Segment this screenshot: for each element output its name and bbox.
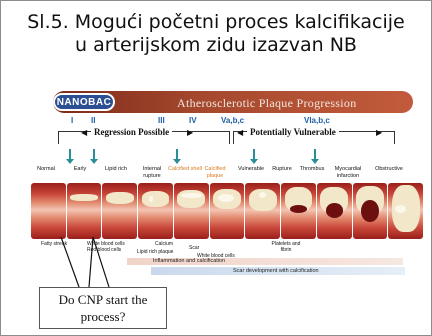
arrow-right-icon: ▶	[187, 128, 193, 137]
stage-label-obstructive: Obstructive	[369, 166, 409, 173]
inflammation-bar-label: Inflammation and calcification	[153, 258, 225, 264]
artery-rupture	[281, 183, 316, 239]
annotation-scar: Scar	[189, 245, 199, 251]
nanobac-logo: NANOBAC	[53, 93, 115, 111]
stage-label-early: Early	[65, 166, 95, 173]
stage-pointer-arrow	[69, 149, 71, 159]
artery-cross-section-strip	[31, 183, 423, 239]
artery-internal-rupture	[138, 183, 173, 239]
stage-label-internal-rupture: Internal rupture	[135, 166, 169, 179]
banner-title: Atherosclerotic Plaque Progression	[177, 96, 357, 111]
slide-title-line-1: Sl.5. Mogući početni proces kalcifikacij…	[1, 11, 431, 34]
artery-vulnerable	[245, 183, 280, 239]
arrow-left-icon: ◀	[81, 128, 87, 137]
stage-number-ii: II	[91, 116, 95, 125]
stage-pointer-arrow	[93, 149, 95, 159]
stage-label-rupture: Rupture	[267, 166, 297, 173]
vulnerable-label: Potentially Vulnerable	[247, 127, 339, 137]
stage-pointer-arrow	[253, 149, 255, 159]
annotation-lipid-rich-plaque: Lipid rich plaque	[137, 249, 173, 255]
regression-label: Regression Possible	[91, 127, 172, 137]
stage-number-i: I	[71, 116, 73, 125]
annotation-calcium: Calcium	[155, 241, 173, 247]
artery-calcified-shell	[174, 183, 209, 239]
callout-question-box: Do CNP start the process?	[39, 287, 167, 329]
artery-obstructive	[388, 183, 423, 239]
stage-label-myocardial-infarction: Myocardial infarction	[328, 166, 368, 179]
annotation-white-red-cells: White blood cells Red blood cells	[87, 241, 131, 253]
stage-number-vi: VIa,b,c	[304, 116, 330, 125]
arrow-right-icon: ▶	[376, 128, 382, 137]
scar-development-bar-label: Scar development with calcification	[233, 268, 319, 274]
stage-label-calcified-plaque: Calcified plaque	[196, 166, 234, 179]
stage-label-vulnerable: Vulnerable	[233, 166, 269, 173]
stage-number-iv: IV	[189, 116, 197, 125]
slide-title: Sl.5. Mogući početni proces kalcifikacij…	[1, 11, 431, 57]
artery-normal	[31, 183, 66, 239]
stage-label-thrombus: Thrombus	[294, 166, 330, 173]
arrow-left-icon: ◀	[237, 128, 243, 137]
artery-myocardial-infarction	[353, 183, 388, 239]
callout-line-1: Do CNP start the	[40, 291, 166, 308]
stage-pointer-arrow	[314, 149, 316, 159]
annotation-fatty-streak: Fatty streak	[41, 241, 67, 247]
stage-number-v: Va,b,c	[221, 116, 244, 125]
callout-line-2: process?	[40, 308, 166, 325]
artery-lipid-rich	[102, 183, 137, 239]
slide-title-line-2: u arterijskom zidu izazvan NB	[1, 34, 431, 57]
artery-early	[67, 183, 102, 239]
artery-calcified-plaque	[210, 183, 245, 239]
stage-pointer-arrow	[176, 149, 178, 159]
stage-label-normal: Normal	[31, 166, 61, 173]
annotation-platelets-fibrin: Platelets and fibrin	[271, 241, 301, 253]
artery-thrombus	[317, 183, 352, 239]
stage-number-iii: III	[158, 116, 165, 125]
stage-label-lipid-rich: Lipid rich	[101, 166, 131, 173]
